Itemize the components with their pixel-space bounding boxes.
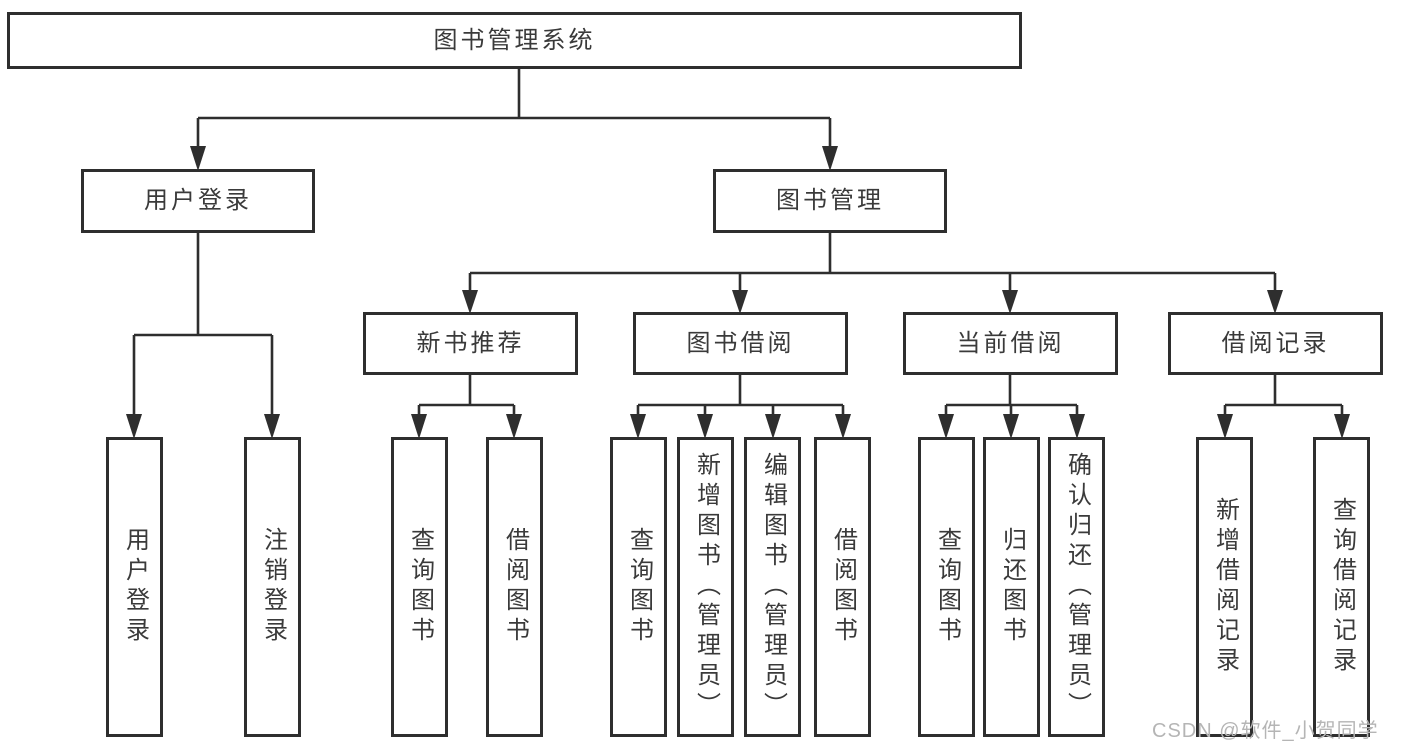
arrow-icon xyxy=(1003,414,1019,439)
node-current-borrowing: 当前借阅 xyxy=(903,312,1118,375)
node-root: 图书管理系统 xyxy=(7,12,1022,69)
arrow-icon xyxy=(1069,414,1085,439)
node-borrowing-records: 借阅记录 xyxy=(1168,312,1383,375)
arrow-icon xyxy=(1217,414,1233,439)
arrow-icon xyxy=(822,146,838,171)
arrow-icon xyxy=(630,414,646,439)
arrow-icon xyxy=(765,414,781,439)
edge-current-to-leaves xyxy=(944,375,1079,418)
node-label: 借阅图书 xyxy=(829,527,857,647)
leaf-borrow-books-recommend: 借阅图书 xyxy=(486,437,543,737)
node-label: 借阅记录 xyxy=(1221,329,1330,357)
edge-root-to-level2 xyxy=(196,68,832,150)
node-new-book-recommend: 新书推荐 xyxy=(363,312,578,375)
leaf-query-books-borrow: 查询图书 xyxy=(610,437,667,737)
watermark: CSDN @软件_小贺同学 xyxy=(1152,720,1379,742)
arrow-icon xyxy=(697,414,713,439)
arrow-icon xyxy=(835,414,851,439)
leaf-query-borrow-record: 查询借阅记录 xyxy=(1313,437,1370,737)
arrow-icon xyxy=(190,146,206,171)
leaf-edit-book-admin: 编辑图书（管理员） xyxy=(744,437,801,737)
node-book-borrowing: 图书借阅 xyxy=(633,312,848,375)
edge-bookmgmt-to-groups xyxy=(468,233,1277,292)
node-label: 图书借阅 xyxy=(686,329,795,357)
node-label: 借阅图书 xyxy=(501,527,529,647)
leaf-confirm-return-admin: 确认归还（管理员） xyxy=(1048,437,1105,737)
arrow-icon xyxy=(506,414,522,439)
node-label: 查询图书 xyxy=(406,527,434,647)
node-label: 查询图书 xyxy=(933,527,961,647)
arrow-icon xyxy=(1002,290,1018,314)
arrow-icon xyxy=(462,290,478,314)
node-label: 用户登录 xyxy=(144,187,252,214)
leaf-logout: 注销登录 xyxy=(244,437,301,737)
leaf-user-login: 用户登录 xyxy=(106,437,163,737)
arrow-icon xyxy=(264,414,280,439)
leaf-add-book-admin: 新增图书（管理员） xyxy=(677,437,734,737)
arrow-icon xyxy=(411,414,427,439)
node-label: 查询图书 xyxy=(625,527,653,647)
node-label: 归还图书 xyxy=(998,527,1026,647)
node-label: 新书推荐 xyxy=(416,329,525,357)
node-label: 注销登录 xyxy=(259,527,287,647)
node-label: 图书管理系统 xyxy=(433,26,596,54)
node-label: 用户登录 xyxy=(121,527,149,647)
edge-records-to-leaves xyxy=(1223,375,1344,418)
node-label: 新增图书（管理员） xyxy=(692,452,720,722)
arrow-icon xyxy=(938,414,954,439)
arrow-icon xyxy=(126,414,142,439)
edge-newbook-to-leaves xyxy=(417,375,516,418)
edge-borrow-to-leaves xyxy=(636,375,845,418)
leaf-query-books-current: 查询图书 xyxy=(918,437,975,737)
node-user-login: 用户登录 xyxy=(81,169,315,233)
arrow-icon xyxy=(732,290,748,314)
node-label: 新增借阅记录 xyxy=(1211,497,1239,677)
arrowheads xyxy=(126,146,1350,439)
node-label: 编辑图书（管理员） xyxy=(759,452,787,722)
node-label: 确认归还（管理员） xyxy=(1063,452,1091,722)
node-book-management: 图书管理 xyxy=(713,169,947,233)
leaf-return-book: 归还图书 xyxy=(983,437,1040,737)
arrow-icon xyxy=(1267,290,1283,314)
leaf-query-books-recommend: 查询图书 xyxy=(391,437,448,737)
leaf-borrow-books: 借阅图书 xyxy=(814,437,871,737)
node-label: 当前借阅 xyxy=(956,329,1065,357)
leaf-add-borrow-record: 新增借阅记录 xyxy=(1196,437,1253,737)
arrow-icon xyxy=(1334,414,1350,439)
edge-userlogin-to-leaves xyxy=(132,233,274,418)
node-label: 查询借阅记录 xyxy=(1328,497,1356,677)
node-label: 图书管理 xyxy=(776,187,884,214)
